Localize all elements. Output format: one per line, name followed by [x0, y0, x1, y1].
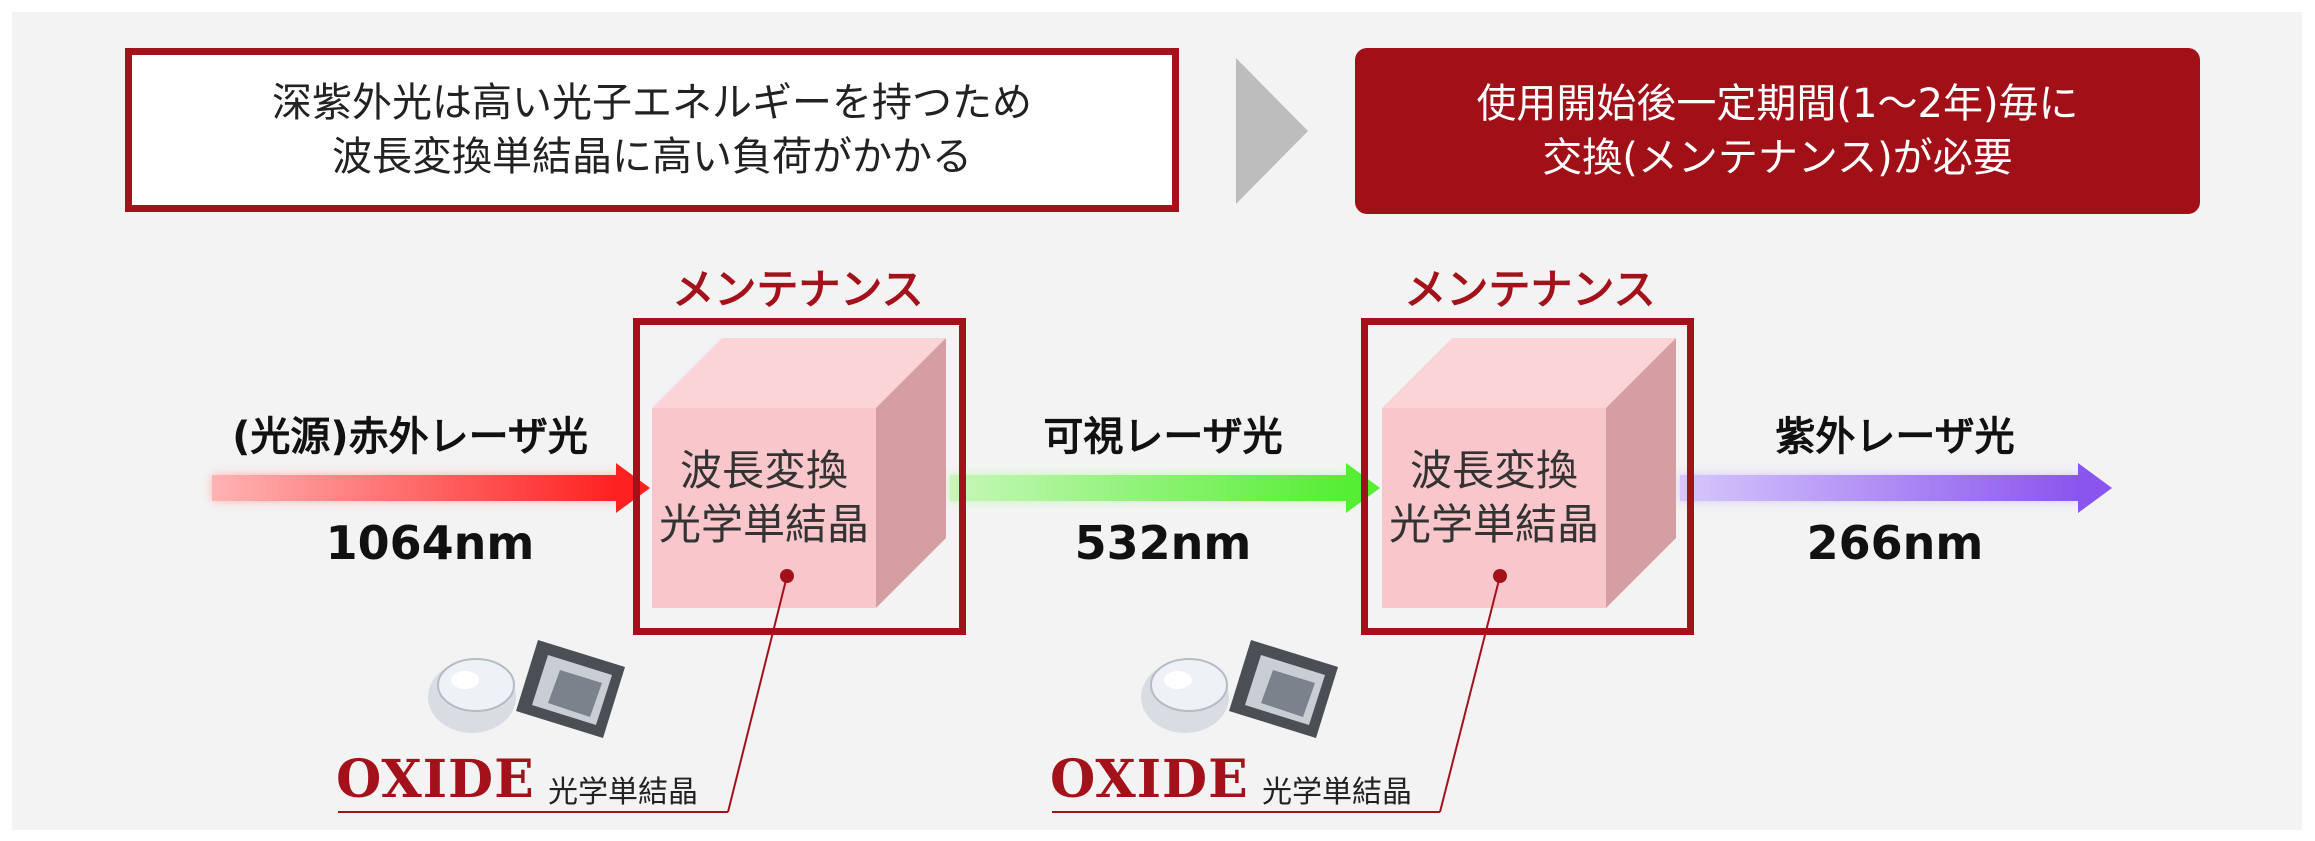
visible-beam-shaft — [950, 475, 1348, 501]
result-box: 使用開始後一定期間(1～2年)毎に 交換(メンテナンス)が必要 — [1355, 48, 2200, 214]
leader-dot-2 — [1493, 569, 1507, 583]
leader-line-2 — [1439, 575, 1501, 813]
ultraviolet-beam-shaft — [1680, 475, 2080, 501]
result-line-2: 交換(メンテナンス)が必要 — [1542, 135, 2013, 181]
wavelength-1064: 1064nm — [325, 516, 535, 570]
infrared-beam-shaft — [212, 475, 618, 501]
beam-label-infrared: (光源)赤外レーザ光 — [232, 414, 588, 460]
crystal-label-1: 波長変換 光学単結晶 — [659, 444, 869, 552]
maintenance-label-1: メンテナンス — [672, 265, 924, 314]
result-line-1: 使用開始後一定期間(1～2年)毎に — [1476, 81, 2079, 127]
maintenance-frame-1 — [633, 318, 966, 635]
oxide-logo-1-subtitle: 光学単結晶 — [548, 775, 698, 810]
cube-top-face — [652, 338, 946, 408]
cube-front-face — [652, 408, 876, 608]
maintenance-label-2: メンテナンス — [1404, 265, 1656, 314]
beam-label-ultraviolet: 紫外レーザ光 — [1775, 414, 2015, 460]
crystal-label-1-line-2: 光学単結晶 — [658, 500, 870, 549]
problem-note-box: 深紫外光は高い光子エネルギーを持つため 波長変換単結晶に高い負荷がかかる — [125, 48, 1179, 212]
cube-top-face — [1382, 338, 1676, 408]
oxide-logo-2: OXIDE — [1050, 749, 1249, 810]
prism-crystal-shade — [548, 670, 602, 717]
problem-note-line-2: 波長変換単結晶に高い負荷がかかる — [332, 134, 972, 180]
leader-dot-1 — [780, 569, 794, 583]
cube-side-face — [1606, 338, 1676, 608]
beam-label-visible: 可視レーザ光 — [1043, 414, 1283, 460]
round-crystal-highlight — [1164, 671, 1192, 689]
problem-note-line-1: 深紫外光は高い光子エネルギーを持つため — [272, 80, 1032, 126]
crystal-products-photo-1 — [428, 640, 625, 738]
prism-crystal-shade — [1261, 670, 1315, 717]
crystal-products-photo-2 — [1141, 640, 1338, 738]
wavelength-266: 266nm — [1806, 516, 1984, 570]
leader-line-1 — [727, 575, 788, 813]
round-crystal-highlight — [451, 671, 479, 689]
ultraviolet-beam-arrow — [1680, 463, 2112, 513]
crystal-label-2: 波長変換 光学単結晶 — [1389, 444, 1599, 552]
crystal-label-2-line-1: 波長変換 — [1409, 446, 1579, 495]
crystal-cube-1 — [652, 338, 946, 608]
oxide-logo-2-subtitle: 光学単結晶 — [1262, 775, 1412, 810]
wavelength-532: 532nm — [1074, 516, 1252, 570]
crystal-cube-2 — [1382, 338, 1676, 608]
cube-side-face — [876, 338, 946, 608]
oxide-logo-1: OXIDE — [336, 749, 535, 810]
crystal-label-1-line-1: 波長変換 — [679, 446, 849, 495]
maintenance-frame-2 — [1361, 318, 1694, 635]
crystal-label-2-line-2: 光学単結晶 — [1388, 500, 1600, 549]
